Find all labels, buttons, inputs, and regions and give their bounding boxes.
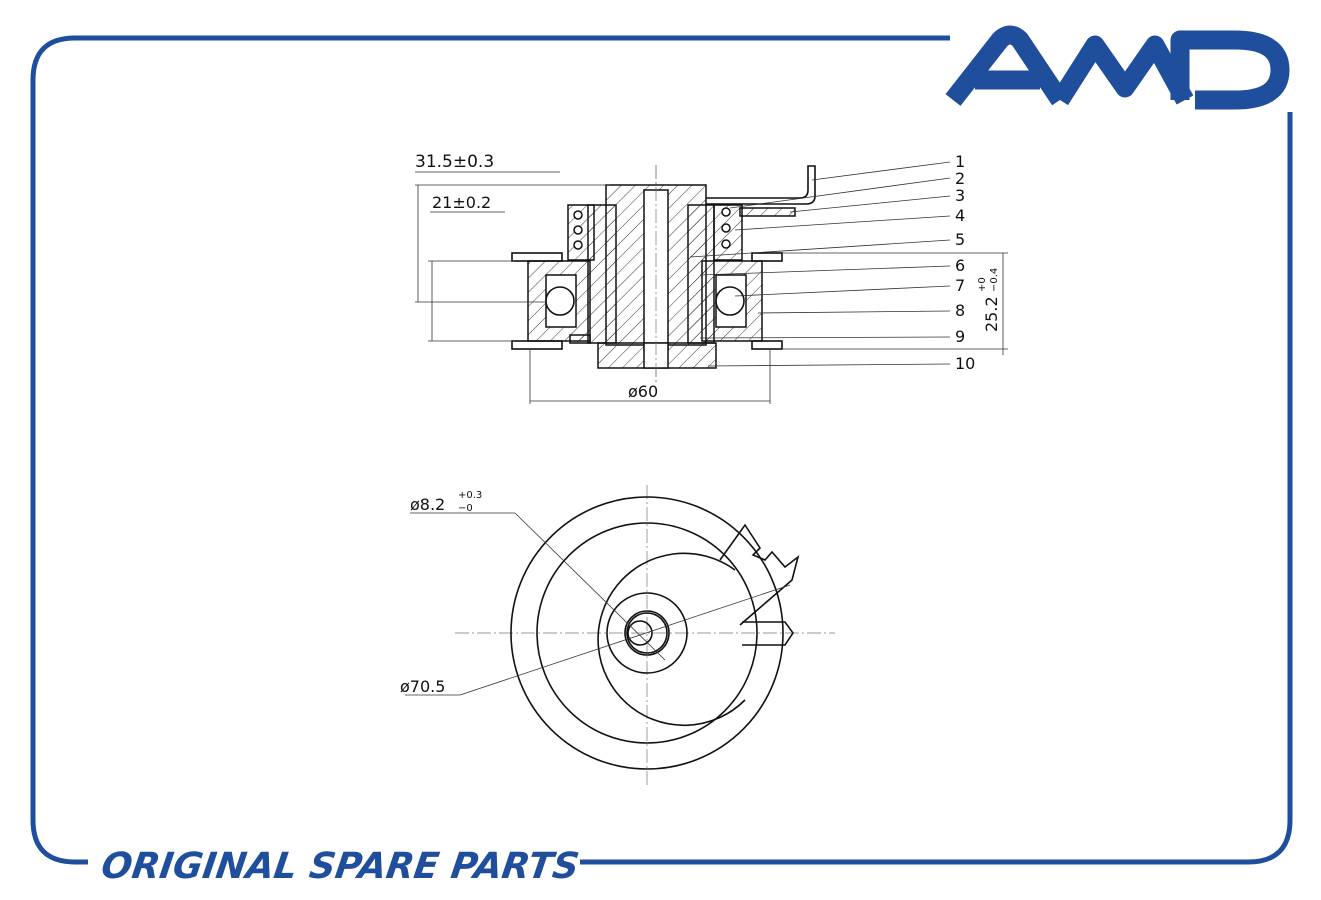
dim-overall-height: 31.5±0.3	[415, 152, 494, 172]
dim-outer-diameter: ø70.5	[400, 677, 445, 696]
dim-diameter-60: ø60	[628, 382, 658, 401]
part-label: 3	[955, 186, 965, 205]
part-label: 6	[955, 256, 965, 275]
part-label: 5	[955, 230, 965, 249]
dim-width-tol-lower: −0.4	[989, 268, 1000, 292]
part-label: 8	[955, 301, 965, 320]
amd-logo	[945, 25, 1290, 110]
part-label: 4	[955, 206, 965, 225]
tagline: ORIGINAL SPARE PARTS	[99, 844, 582, 887]
part-label: 2	[955, 169, 965, 188]
top-view: ø8.2 +0.3 −0 ø70.5	[400, 485, 835, 785]
part-label: 1	[955, 152, 965, 171]
dim-bolt-hole-tol-lower: −0	[458, 503, 473, 514]
dim-width: 25.2	[982, 296, 1001, 332]
dim-bolt-hole-tol-upper: +0.3	[458, 490, 482, 501]
dim-width-tol-upper: +0	[977, 277, 988, 292]
dim-bolt-hole: ø8.2	[410, 495, 445, 514]
section-view: 31.5±0.3 21±0.2 ø60 25.2 +0 −0.4 1 2 3 4…	[415, 152, 1008, 404]
dim-pulley-height: 21±0.2	[432, 193, 491, 212]
part-label: 9	[955, 327, 965, 346]
part-label: 7	[955, 276, 965, 295]
part-label: 10	[955, 354, 975, 373]
part-number-labels: 1 2 3 4 5 6 7 8 9 10	[955, 152, 975, 373]
sheet-border	[30, 35, 1293, 865]
